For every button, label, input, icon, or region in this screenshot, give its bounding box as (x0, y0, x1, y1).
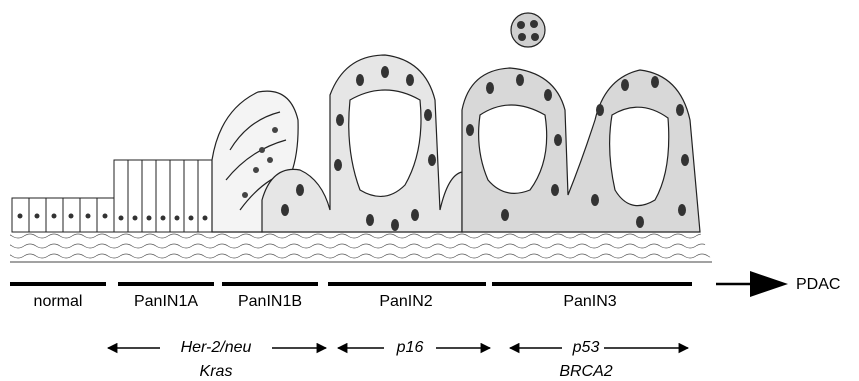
gene-label-brca2: BRCA2 (546, 363, 626, 381)
stage-label-panin1b: PanIN1B (220, 293, 320, 311)
panin1a-epithelium-illustration (114, 160, 212, 232)
stage-label-panin2: PanIN2 (356, 293, 456, 311)
pdac-label: PDAC (796, 276, 856, 294)
panin3-epithelium-illustration (462, 13, 700, 232)
gene-label-p53: p53 (556, 339, 616, 357)
normal-epithelium-illustration (12, 198, 114, 232)
gene-label-p16: p16 (380, 339, 440, 357)
stroma-layer (10, 232, 712, 262)
stage-label-panin1a: PanIN1A (116, 293, 216, 311)
stage-label-panin3: PanIN3 (540, 293, 640, 311)
budding-cell-cluster (511, 13, 545, 47)
gene-label-her2-neu: Her-2/neu (156, 339, 276, 357)
stage-label-normal: normal (8, 293, 108, 311)
gene-label-kras: Kras (156, 363, 276, 381)
pdac-arrow (716, 271, 788, 297)
